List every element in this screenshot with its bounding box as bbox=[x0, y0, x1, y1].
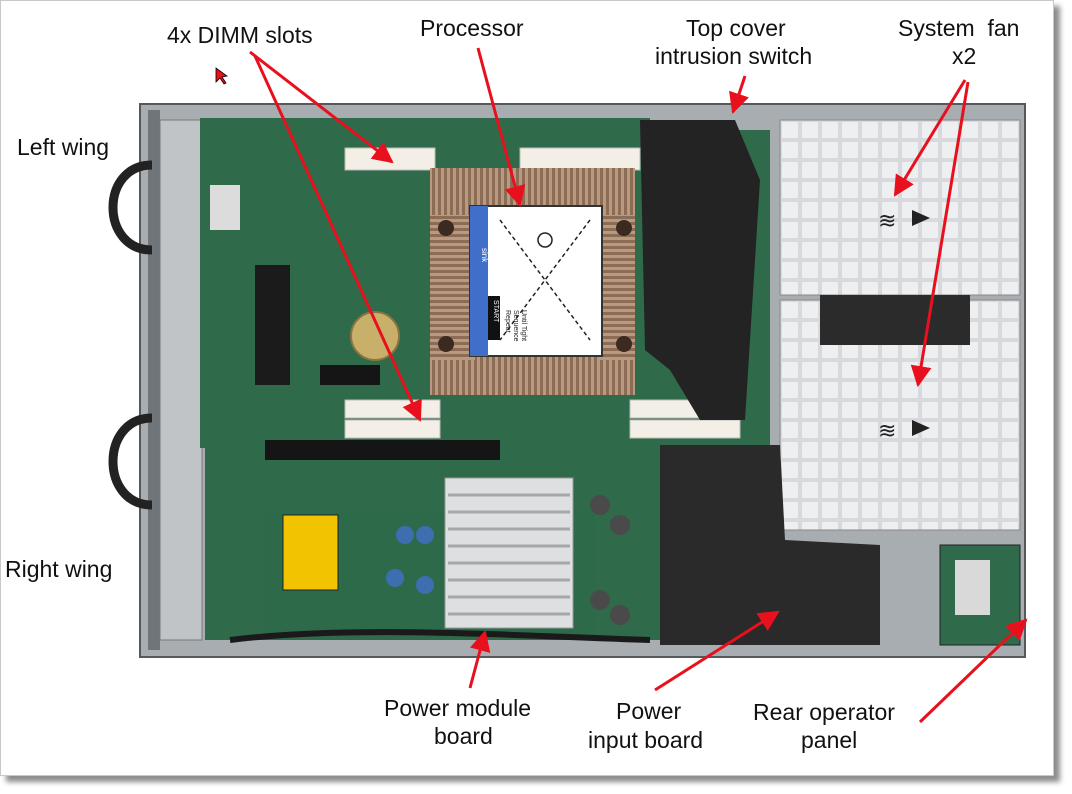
system-fan-1: ≋ bbox=[779, 119, 1021, 296]
power-input-board bbox=[660, 445, 880, 645]
label-processor: Processor bbox=[420, 15, 524, 41]
arrow-top-cover bbox=[729, 75, 749, 114]
air-duct bbox=[640, 120, 760, 420]
heatsink-repeat-2: Sequence bbox=[512, 310, 519, 342]
heatsink-repeat-1: Repeat bbox=[504, 310, 511, 333]
label-power-module-line2: board bbox=[434, 723, 493, 749]
label-power-module-line1: Power module bbox=[384, 695, 532, 721]
system-fan-2: ≋ bbox=[779, 295, 1021, 531]
svg-text:≋: ≋ bbox=[878, 419, 896, 444]
callout-arrows bbox=[249, 47, 1028, 724]
svg-text:≋: ≋ bbox=[878, 209, 896, 234]
heatsink-brand: sink bbox=[480, 248, 489, 263]
svg-text:START: START bbox=[492, 300, 499, 323]
arrow-rear-panel bbox=[918, 618, 1028, 724]
label-left-wing: Left wing bbox=[17, 134, 110, 160]
label-system-fan-line1: System fan bbox=[898, 15, 1020, 41]
right-wing-handle bbox=[108, 413, 153, 510]
arrow-fan-1 bbox=[893, 79, 967, 197]
cable-bundle bbox=[229, 629, 651, 643]
arrow-dimm-2 bbox=[253, 55, 422, 422]
arrow-power-input bbox=[654, 610, 780, 692]
power-module-board bbox=[265, 477, 630, 635]
arrow-processor bbox=[476, 47, 526, 208]
label-right-wing: Right wing bbox=[5, 556, 113, 582]
rear-operator-panel bbox=[939, 544, 1021, 646]
heatsink-repeat-3: Until Tight bbox=[520, 310, 527, 341]
label-power-input-line2: input board bbox=[588, 727, 704, 753]
cursor-icon bbox=[215, 67, 228, 85]
label-power-input-line1: Power bbox=[616, 698, 682, 724]
processor-heatsink bbox=[430, 168, 635, 395]
label-rear-panel-line1: Rear operator bbox=[753, 699, 895, 725]
label-top-cover-line2: intrusion switch bbox=[655, 43, 813, 69]
label-top-cover-line1: Top cover bbox=[686, 15, 786, 41]
left-side-rail bbox=[159, 119, 203, 641]
arrow-power-module bbox=[468, 629, 491, 689]
left-wing-handle bbox=[108, 160, 153, 255]
label-system-fan-line2: x2 bbox=[952, 43, 977, 69]
label-rear-panel-line2: panel bbox=[801, 727, 858, 753]
arrow-dimm-1 bbox=[249, 50, 394, 164]
heatsink-start-tag: START bbox=[488, 296, 500, 340]
label-dimm-slots: 4x DIMM slots bbox=[167, 22, 313, 48]
arrow-fan-2 bbox=[910, 81, 970, 388]
